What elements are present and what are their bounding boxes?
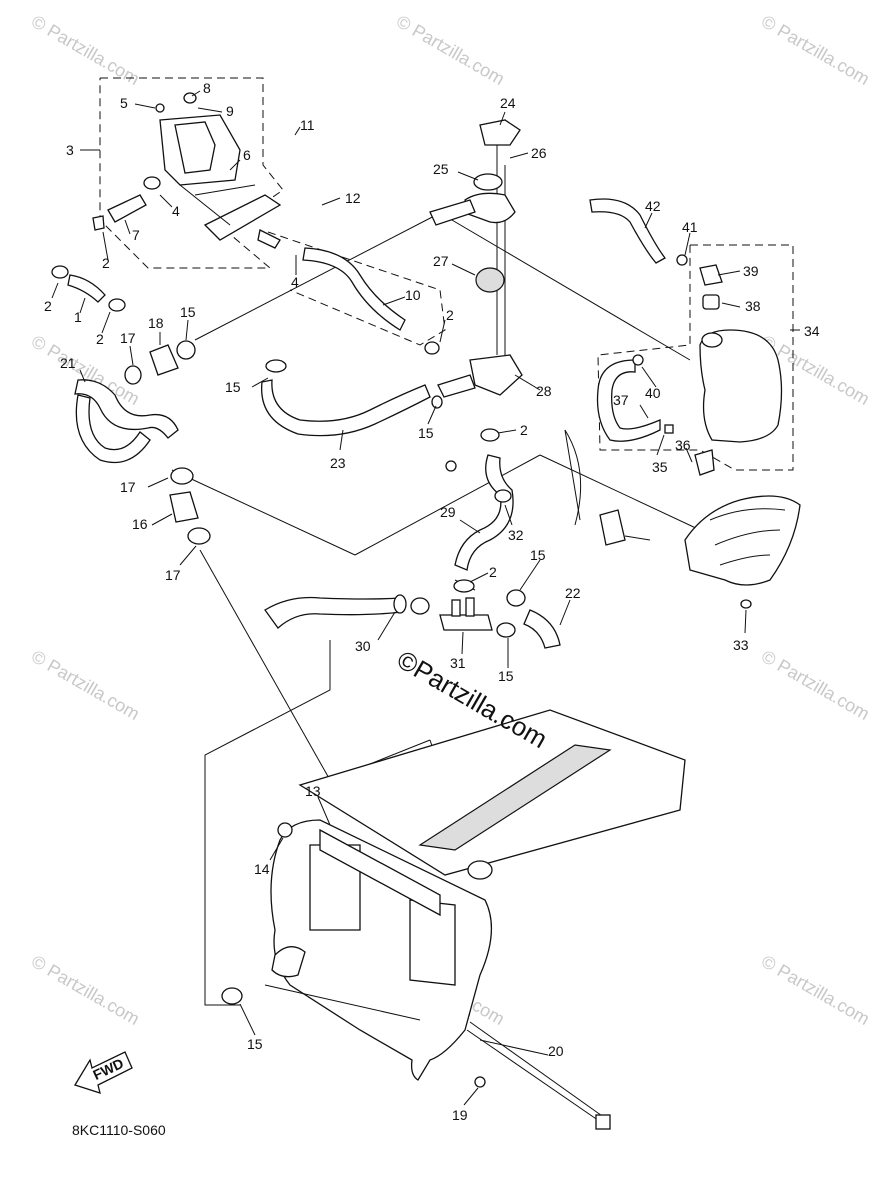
callout-15-b: 15 [225,379,241,395]
group-box-10 [267,231,446,346]
callout-15-c: 15 [418,425,434,441]
hose-21 [74,379,179,464]
callout-39: 39 [743,263,759,279]
reservoir-tank [143,92,282,249]
hose-18 [124,340,196,385]
callout-38: 38 [745,298,761,314]
callout-6: 6 [243,147,251,163]
watermark-tile: © Partzilla.com [758,11,869,89]
callout-41: 41 [682,219,698,235]
joint-31 [439,579,493,631]
hose-42 [589,198,666,264]
callout-9: 9 [226,103,234,119]
callout-17-c: 17 [165,567,181,583]
callout-24: 24 [500,95,516,111]
callout-31: 31 [450,655,466,671]
callout-25: 25 [433,161,449,177]
callout-2-b: 2 [44,298,52,314]
callout-34: 34 [804,323,820,339]
callout-4-b: 4 [291,274,299,290]
radiator-frame [221,709,686,1130]
hose-16 [169,467,211,545]
thermostat-housing [424,119,523,442]
callout-15-a: 15 [180,304,196,320]
callout-8: 8 [203,80,211,96]
callout-19: 19 [452,1107,468,1123]
callout-21: 21 [60,355,76,371]
overflow-tank [632,254,783,476]
callout-33: 33 [733,637,749,653]
callout-2-f: 2 [489,564,497,580]
callout-15-e: 15 [498,668,514,684]
callout-32: 32 [508,527,524,543]
hose-37 [596,359,661,442]
callout-7: 7 [132,227,140,243]
callout-27: 27 [433,253,449,269]
callout-12: 12 [345,190,361,206]
callout-36: 36 [675,437,691,453]
callout-leaders [51,90,800,1106]
callout-35: 35 [652,459,668,475]
callout-40: 40 [645,385,661,401]
callout-2-a: 2 [102,255,110,271]
fwd-arrow-icon: FWD [74,1051,133,1094]
callout-29: 29 [440,504,456,520]
callout-16: 16 [132,516,148,532]
callout-26: 26 [531,145,547,161]
callout-5: 5 [120,95,128,111]
hose-30 [264,594,430,629]
small-hoses [51,194,147,312]
callout-20: 20 [548,1043,564,1059]
callout-42: 42 [645,198,661,214]
watermark-tile: © Partzilla.com [758,951,869,1029]
callout-15-d: 15 [530,547,546,563]
callout-15-f: 15 [247,1036,263,1052]
callout-2-d: 2 [446,307,454,323]
callout-3: 3 [66,142,74,158]
callout-17-a: 17 [120,330,136,346]
hose-29 [445,454,514,571]
group-box-34 [597,244,794,471]
front-guard [564,429,801,609]
watermark-tile: © Partzilla.com [393,11,508,89]
callout-4-a: 4 [172,203,180,219]
callout-11: 11 [300,117,315,133]
callout-2-e: 2 [520,422,528,438]
callout-1: 1 [74,309,82,325]
callout-2-c: 2 [96,331,104,347]
callout-labels: 1 2 2 2 2 2 2 3 4 4 5 6 7 8 9 10 11 12 1… [44,80,820,1123]
callout-14: 14 [254,861,270,877]
callout-28: 28 [536,383,552,399]
callout-37: 37 [613,392,629,408]
watermark-tile: © Partzilla.com [28,646,143,724]
diagram-code: 8KC1110-S060 [72,1122,166,1138]
callout-17-b: 17 [120,479,136,495]
callout-30: 30 [355,638,371,654]
watermark-tile: © Partzilla.com [28,11,143,89]
callout-23: 23 [330,455,346,471]
callout-10: 10 [405,287,421,303]
callout-13: 13 [305,783,321,799]
callout-18: 18 [148,315,164,331]
callout-22: 22 [565,585,581,601]
watermark-tile: © Partzilla.com [758,646,869,724]
watermark-tile: © Partzilla.com [28,951,143,1029]
hose-23 [261,359,431,437]
hose-10 [302,247,406,331]
hose-22 [496,589,561,649]
